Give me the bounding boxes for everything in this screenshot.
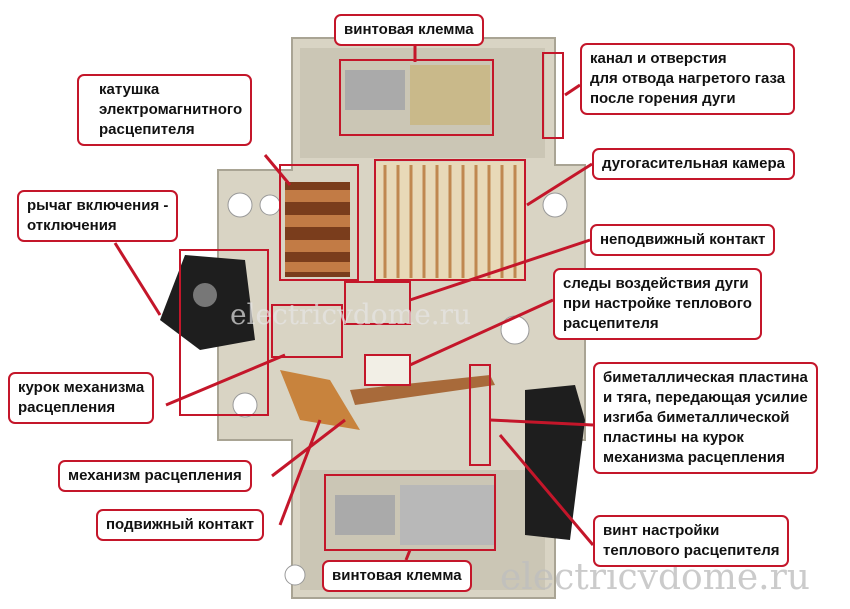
label-adjust-screw: винт настройки теплового расцепителя [593,515,790,567]
label-arc-traces: следы воздействия дуги при настройке теп… [553,268,762,340]
screw-terminal-bottom-art [335,485,495,545]
label-screw-terminal-bottom: винтовая клемма [322,560,472,592]
label-screw-terminal-top: винтовая клемма [334,14,484,46]
watermark: electricvdome.ru [230,298,472,331]
handle-art [525,385,585,540]
label-lever: рычаг включения - отключения [17,190,179,242]
label-fixed-contact: неподвижный контакт [590,224,776,256]
label-moving-contact: подвижный контакт [96,509,264,541]
label-trigger: курок механизма расцепления [8,372,155,424]
bimetal-art [350,375,495,405]
label-release-mechanism: механизм расцепления [58,460,252,492]
screw-terminal-top-art [345,65,490,125]
label-arc-chamber: дугогасительная камера [592,148,795,180]
leader-lines [113,46,595,561]
label-coil: катушка электромагнитного расцепителя [77,74,253,146]
moving-contact-art [280,370,360,430]
label-bimetal: биметаллическая пластина и тяга, передаю… [593,362,818,474]
highlight-frames [179,52,564,551]
label-gas-channel: канал и отверстия для отвода нагретого г… [580,43,796,115]
arc-chamber-art [375,162,525,280]
coil-art [285,182,350,277]
